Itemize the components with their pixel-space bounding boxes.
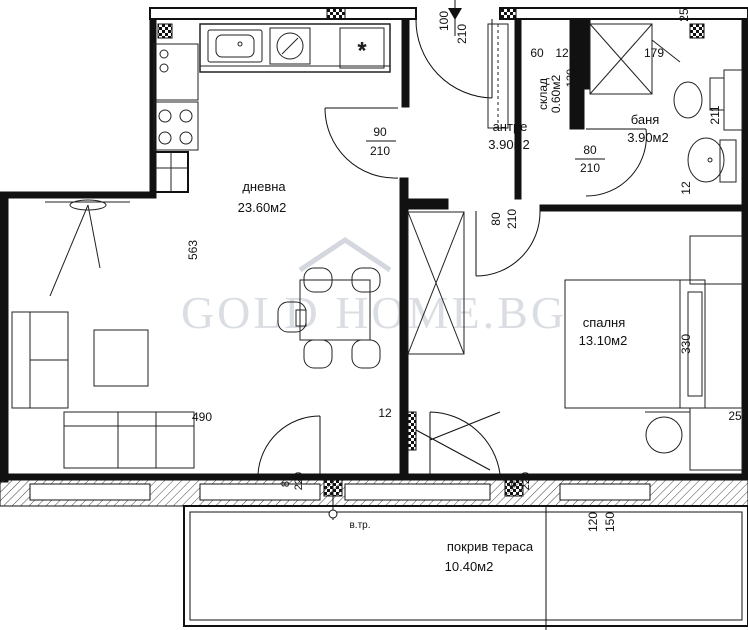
storage-area: 0.60м2 xyxy=(549,75,563,114)
entrance-door-icon xyxy=(415,18,493,99)
terrace-dim-a: 120 xyxy=(586,512,600,532)
terrace-door-living-h: 220 xyxy=(293,472,305,490)
watermark-text: GOLD HOME.BG xyxy=(181,287,567,338)
living-room-furniture xyxy=(11,199,381,469)
terrace-door-bedroom-icon xyxy=(429,411,501,475)
entrance-door-w: 100 xyxy=(437,11,451,31)
svg-text:*: * xyxy=(358,38,367,63)
living-door-icon xyxy=(324,107,399,179)
bath-area: 3.90м2 xyxy=(627,130,668,145)
bed-icon xyxy=(564,279,706,409)
top-right-dim: 25 xyxy=(677,8,691,22)
watermark: GOLD HOME.BG xyxy=(181,236,567,338)
partition-dim: 12 xyxy=(378,406,392,420)
dishwasher-icon xyxy=(269,27,311,65)
bedroom-name: спалня xyxy=(583,315,626,330)
living-width: 490 xyxy=(192,410,212,424)
hall-name: антре xyxy=(493,119,528,134)
fridge-icon xyxy=(339,27,385,69)
labels: дневна 23.60м2 563 490 антре 3.90м2 баня… xyxy=(186,8,742,574)
bath-dim-b: 211 xyxy=(708,105,722,124)
storage-dim-d: 12 xyxy=(555,46,569,60)
bedroom-door-icon xyxy=(475,210,541,277)
living-name: дневна xyxy=(242,179,286,194)
armchair-icon xyxy=(645,416,683,454)
lamp-icon xyxy=(69,199,107,211)
entrance-door-h: 210 xyxy=(455,24,469,44)
bedroom-door-w: 80 xyxy=(489,212,503,226)
bath-door-h: 210 xyxy=(580,161,600,175)
sink-icon xyxy=(207,29,263,63)
drain-marker xyxy=(328,0,547,630)
shower-icon xyxy=(589,23,653,95)
coffee-table-icon xyxy=(93,329,149,387)
storage-dim-w: 60 xyxy=(530,46,544,60)
wardrobe xyxy=(407,23,509,355)
tv-unit-icon xyxy=(63,411,195,469)
hob-icon xyxy=(153,101,199,151)
terrace-door-living-w: 80 xyxy=(280,475,292,487)
terrace-door-bedroom-h: 220 xyxy=(520,472,532,490)
storage-name: склад xyxy=(536,78,550,110)
doors xyxy=(257,18,647,475)
living-door-h: 210 xyxy=(370,144,390,158)
drain-label: в.тр. xyxy=(349,520,370,531)
bath-dim-a: 179 xyxy=(644,46,664,60)
bath-door-w: 80 xyxy=(583,143,597,157)
bath-dim-c: 12 xyxy=(679,181,693,195)
living-door-w: 90 xyxy=(373,125,387,139)
terrace-door-living-icon xyxy=(257,415,321,475)
terrace-name: покрив тераса xyxy=(447,539,534,554)
storage-dim-h: 120 xyxy=(565,69,577,87)
bedroom-door-h: 210 xyxy=(505,209,519,229)
terrace-area: 10.40м2 xyxy=(445,559,494,574)
bedroom-dim-side: 25 xyxy=(728,409,742,423)
toilet-icon xyxy=(673,81,703,119)
bathroom-fixtures xyxy=(589,23,743,183)
hall-area: 3.90м2 xyxy=(488,137,529,152)
living-area: 23.60м2 xyxy=(238,200,287,215)
kitchen: * xyxy=(153,23,391,193)
bedroom-furniture xyxy=(564,235,743,471)
bath-door-icon xyxy=(585,128,647,197)
living-height: 563 xyxy=(186,240,200,260)
wall-columns xyxy=(157,7,705,497)
walls xyxy=(0,7,748,483)
bedroom-height: 330 xyxy=(679,334,693,354)
bath-name: баня xyxy=(631,112,660,127)
terrace-slab xyxy=(0,479,748,627)
bedroom-area: 13.10м2 xyxy=(579,333,628,348)
washbasin-icon xyxy=(687,137,725,183)
terrace-dim-b: 150 xyxy=(603,512,617,532)
terrace-door-bedroom-w: 80 xyxy=(507,475,519,487)
